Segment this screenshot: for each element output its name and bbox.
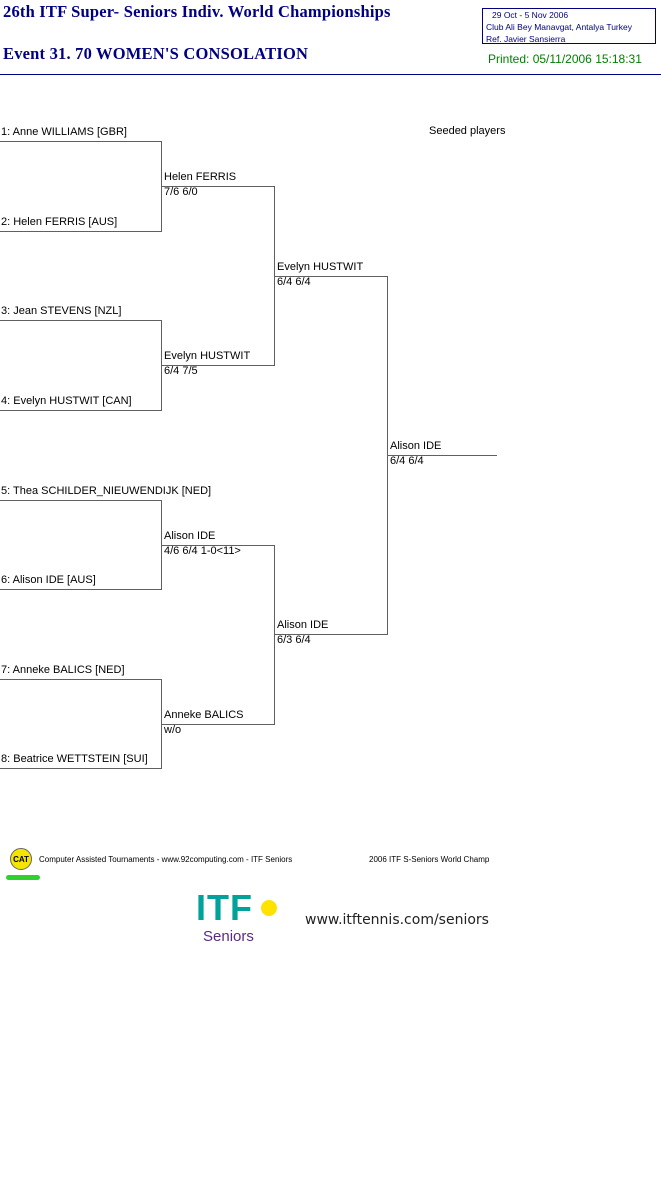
semi-line: [274, 634, 388, 635]
round1-entry-line: [0, 141, 162, 142]
round1-player-name: 2: Helen FERRIS [AUS]: [1, 216, 118, 228]
round2-winner: Anneke BALICS: [164, 709, 244, 721]
round1-entry-line: [0, 231, 162, 232]
round1-entry-line: [0, 410, 162, 411]
round2-score: w/o: [164, 724, 182, 736]
round1-player-name: 7: Anneke BALICS [NED]: [1, 664, 125, 676]
cat-logo-icon: CAT: [10, 848, 32, 870]
event-short-name: 2006 ITF S-Seniors World Champ: [369, 855, 490, 864]
software-credit: Computer Assisted Tournaments - www.92co…: [39, 855, 293, 864]
round2-connector: [274, 545, 275, 725]
round1-player-name: 3: Jean STEVENS [NZL]: [1, 305, 122, 317]
semi-score: 6/3 6/4: [277, 634, 311, 646]
round1-player-name: 8: Beatrice WETTSTEIN [SUI]: [1, 753, 148, 765]
round2-line: [161, 186, 275, 187]
round1-entry-line: [0, 589, 162, 590]
round2-winner: Alison IDE: [164, 530, 216, 542]
semi-winner: Evelyn HUSTWIT: [277, 261, 364, 273]
itf-logo: ITF: [196, 887, 253, 928]
round2-line: [161, 365, 275, 366]
round2-score: 7/6 6/0: [164, 186, 198, 198]
round2-score: 4/6 6/4 1-0<11>: [164, 545, 241, 557]
semi-line: [274, 276, 388, 277]
cat-logo-underline: [6, 875, 40, 880]
round1-player-name: 4: Evelyn HUSTWIT [CAN]: [1, 395, 132, 407]
round2-line: [161, 724, 275, 725]
seeded-players-label: Seeded players: [429, 125, 506, 137]
final-score: 6/4 6/4: [390, 455, 424, 467]
header-divider: [0, 74, 661, 75]
round2-winner: Evelyn HUSTWIT: [164, 350, 251, 362]
tournament-referee: Ref. Javier Sansierra: [486, 34, 566, 44]
round2-score: 6/4 7/5: [164, 365, 198, 377]
tournament-dates: 29 Oct - 5 Nov 2006: [492, 10, 569, 20]
semi-winner: Alison IDE: [277, 619, 329, 631]
itf-website-link[interactable]: www.itftennis.com/seniors: [305, 912, 489, 928]
itf-seniors-label: Seniors: [203, 928, 254, 945]
printed-timestamp: Printed: 05/11/2006 15:18:31: [488, 52, 642, 66]
event-title: Event 31. 70 WOMEN'S CONSOLATION: [3, 44, 309, 63]
round1-player-name: 5: Thea SCHILDER_NIEUWENDIJK [NED]: [1, 485, 212, 497]
round1-entry-line: [0, 320, 162, 321]
tournament-info-box: 29 Oct - 5 Nov 2006 Club Ali Bey Manavga…: [482, 8, 656, 44]
round1-player-name: 1: Anne WILLIAMS [GBR]: [1, 126, 127, 138]
semi-score: 6/4 6/4: [277, 276, 311, 288]
tennis-ball-icon: [261, 900, 277, 916]
round1-player-name: 6: Alison IDE [AUS]: [1, 574, 96, 586]
final-winner: Alison IDE: [390, 440, 442, 452]
tournament-title: 26th ITF Super- Seniors Indiv. World Cha…: [3, 2, 391, 21]
round1-entry-line: [0, 500, 162, 501]
round1-entry-line: [0, 768, 162, 769]
round1-entry-line: [0, 679, 162, 680]
round2-line: [161, 545, 275, 546]
final-line: [387, 455, 497, 456]
round2-winner: Helen FERRIS: [164, 171, 237, 183]
tournament-venue: Club Ali Bey Manavgat, Antalya Turkey: [486, 22, 632, 32]
